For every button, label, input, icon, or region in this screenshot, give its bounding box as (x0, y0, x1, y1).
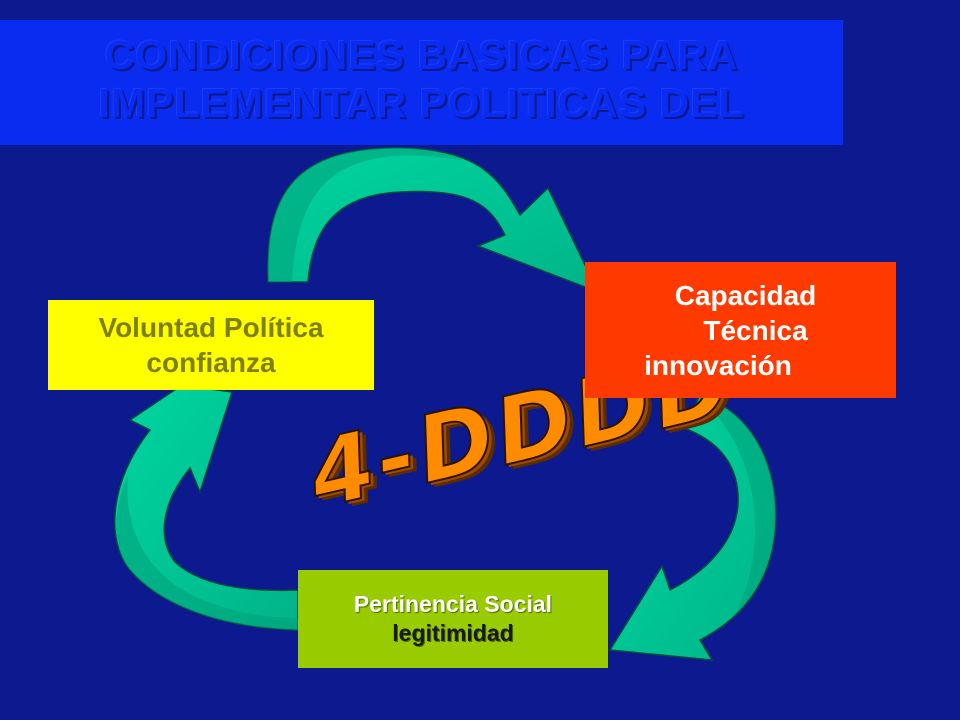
title-line-1: CONDICIONES BASICAS PARA (104, 32, 739, 78)
voluntad-box: Voluntad Política confianza (48, 300, 374, 390)
pertinencia-box: Pertinencia Social legitimidad (298, 570, 608, 668)
pertinencia-line-2: legitimidad (392, 620, 514, 646)
title-bar: CONDICIONES BASICAS PARA IMPLEMENTAR POL… (0, 20, 843, 145)
voluntad-line-1: Voluntad Política (98, 312, 324, 343)
capacidad-box: Capacidad Técnica innovación (585, 262, 896, 398)
pertinencia-line-1: Pertinencia Social (353, 591, 553, 618)
title-line-2: IMPLEMENTAR POLITICAS DEL (98, 80, 745, 126)
voluntad-line-2: confianza (146, 347, 276, 378)
curved-arrow-icon (114, 384, 299, 631)
curved-arrow-icon (267, 147, 600, 294)
capacidad-line-1: Capacidad (674, 279, 817, 311)
capacidad-line-2: Técnica (703, 314, 808, 346)
curved-arrow-icon (608, 394, 777, 661)
capacidad-line-3: innovación (644, 349, 792, 381)
